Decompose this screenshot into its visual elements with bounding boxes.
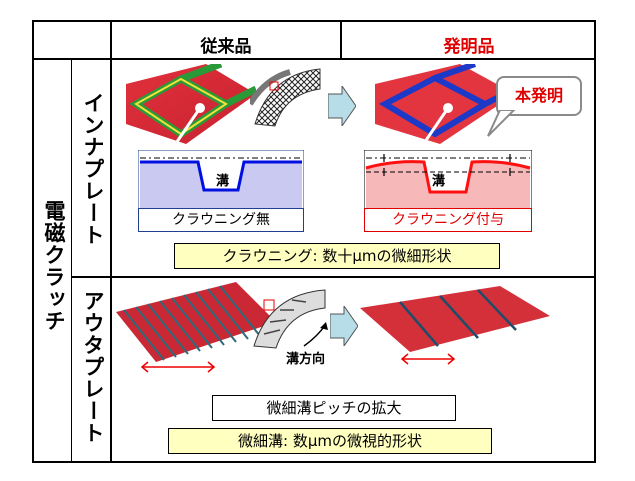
header-invention: 発明品 bbox=[443, 37, 495, 57]
groove-profile-conventional bbox=[138, 150, 304, 210]
arrow-inner bbox=[328, 86, 356, 126]
groove-label-left: 溝 bbox=[216, 174, 230, 189]
row-divider bbox=[71, 276, 596, 278]
header-divider bbox=[32, 58, 596, 60]
row-label-inner: インナプレート bbox=[81, 92, 105, 246]
col-divider-1 bbox=[110, 20, 112, 463]
outer-plate-conventional-image bbox=[116, 282, 276, 362]
comparison-table bbox=[32, 20, 596, 463]
groove-label-right: 溝 bbox=[432, 174, 446, 189]
outer-disc-image bbox=[253, 289, 326, 349]
callout-tail bbox=[487, 110, 516, 137]
row-label-outer: アウタプレート bbox=[81, 290, 105, 444]
pitch-caption-box: 微細溝ピッチの拡大 bbox=[212, 395, 456, 421]
pitch-arrow-right bbox=[400, 353, 456, 365]
left-col-divider bbox=[71, 58, 72, 463]
header-conventional: 従来品 bbox=[200, 37, 252, 57]
section-label: 電磁クラッチ bbox=[42, 200, 66, 332]
outer-plate-invention-image bbox=[360, 286, 550, 352]
arrow-outer bbox=[330, 306, 358, 346]
groove-direction-label: 溝方向 bbox=[286, 352, 326, 367]
grooved-disc-image bbox=[250, 68, 321, 127]
groove-profile-invention bbox=[364, 150, 532, 210]
outer-summary-box: 微細溝: 数μmの微視的形状 bbox=[168, 428, 492, 454]
groove-direction-arrow bbox=[303, 322, 328, 347]
pitch-arrow-left bbox=[140, 361, 216, 373]
inner-plate-conventional-image bbox=[126, 64, 256, 144]
caption-no-crowning: クラウニング無 bbox=[138, 208, 304, 232]
caption-crowning-applied: クラウニング付与 bbox=[364, 208, 532, 232]
inner-summary-box: クラウニング: 数十μmの微細形状 bbox=[174, 243, 500, 269]
col-divider-2 bbox=[340, 20, 342, 60]
